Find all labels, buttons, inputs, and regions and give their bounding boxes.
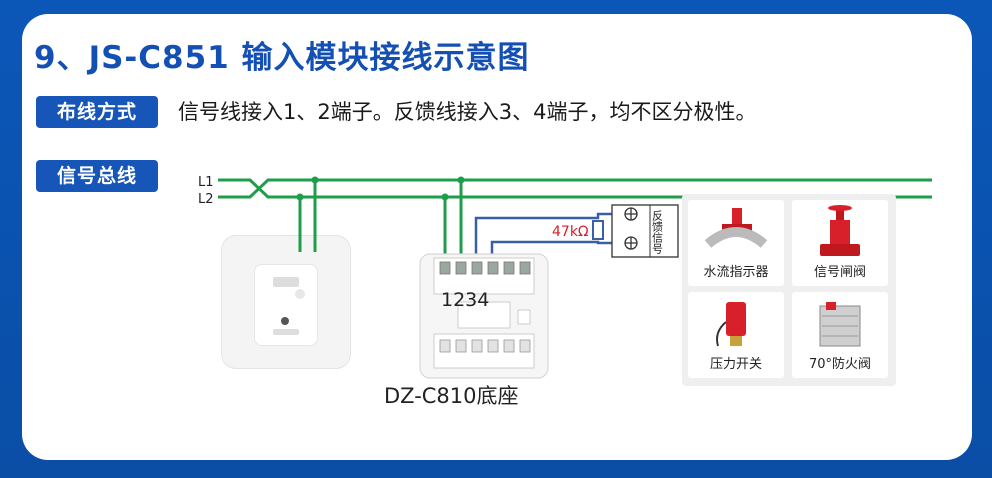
device-label: 70°防火阀 <box>808 357 872 372</box>
module-led <box>295 289 305 299</box>
base-terminal-icon <box>471 261 483 275</box>
base-terminal-icon <box>519 261 531 275</box>
base-terminal-icon <box>487 261 499 275</box>
bus-line-l1-wire <box>218 178 932 199</box>
module-indicator-icon <box>281 317 289 325</box>
device-water-flow-indicator: 水流指示器 <box>688 200 784 286</box>
resistor-icon <box>592 220 604 240</box>
wiring-description: 信号线接入1、2端子。反馈线接入3、4端子，均不区分极性。 <box>178 100 757 124</box>
base-window <box>457 301 511 329</box>
base-terminal-strip <box>433 257 535 295</box>
terminal-numbers: 1234 <box>441 289 489 311</box>
feedback-signal-label: 反馈信号 <box>651 210 664 255</box>
wiring-method-tag: 布线方式 <box>36 96 158 128</box>
feedback-wire-4 <box>490 240 628 262</box>
module-label-mark <box>273 277 299 287</box>
device-label: 信号闸阀 <box>813 265 866 280</box>
water-flow-indicator-icon <box>704 208 768 248</box>
module-model-mark <box>273 329 299 335</box>
module-faceplate <box>254 264 318 346</box>
page-title: 9、JS-C851 输入模块接线示意图 <box>34 40 530 76</box>
resistor-label: 47kΩ <box>552 224 589 240</box>
base-terminal-icon <box>503 261 515 275</box>
bus-junction-dot <box>296 193 304 201</box>
signal-bus-tag: 信号总线 <box>36 160 158 192</box>
device-panel: 水流指示器 信号闸阀 压力开关 70°防火阀 <box>682 194 896 386</box>
input-module <box>222 236 350 368</box>
bus-junction-dot <box>441 193 449 201</box>
feedback-terminal-box <box>611 204 679 258</box>
signal-gate-valve-icon <box>820 205 860 256</box>
pressure-switch-icon <box>716 302 746 347</box>
bus-junction-dot <box>311 176 319 184</box>
device-label: 水流指示器 <box>703 265 769 280</box>
base-terminal-icon <box>455 261 467 275</box>
base-lower-terminal-strip <box>433 333 535 369</box>
device-label: 压力开关 <box>709 357 762 372</box>
base-model-label: DZ-C810底座 <box>384 384 519 408</box>
device-pressure-switch: 压力开关 <box>688 292 784 378</box>
bus-junction-dot <box>457 176 465 184</box>
feedback-wire-3 <box>474 212 628 262</box>
device-fire-damper-70: 70°防火阀 <box>792 292 888 378</box>
base-terminal-icon <box>439 261 451 275</box>
fire-damper-icon <box>819 302 861 347</box>
device-signal-gate-valve: 信号闸阀 <box>792 200 888 286</box>
bus-line-l2-label: L2 <box>198 192 214 207</box>
bus-line-l1-label: L1 <box>198 175 214 190</box>
